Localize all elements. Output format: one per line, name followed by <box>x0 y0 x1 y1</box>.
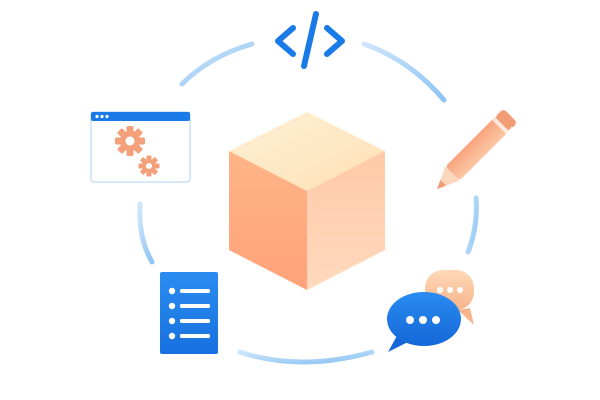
orbit-arc-top-right <box>361 41 447 103</box>
orbit-arc-right <box>465 195 479 255</box>
chat-bubbles-icon <box>387 270 474 352</box>
document-list-icon <box>160 272 218 354</box>
settings-window-icon <box>90 111 191 183</box>
orbit-arc-top-left <box>179 41 255 87</box>
cube-right-face <box>307 151 385 290</box>
cube <box>229 112 385 290</box>
orbit-arc-left <box>137 201 155 265</box>
cube-top-face <box>229 112 385 191</box>
gear-icon <box>115 126 145 156</box>
pencil-icon <box>436 110 518 190</box>
chat-bubble-blue <box>387 292 461 352</box>
code-icon <box>275 11 345 69</box>
orbit-arc-bottom <box>237 349 375 365</box>
orbit-ring <box>137 41 479 365</box>
cube-left-face <box>229 151 307 290</box>
gear-small-icon <box>138 155 160 177</box>
